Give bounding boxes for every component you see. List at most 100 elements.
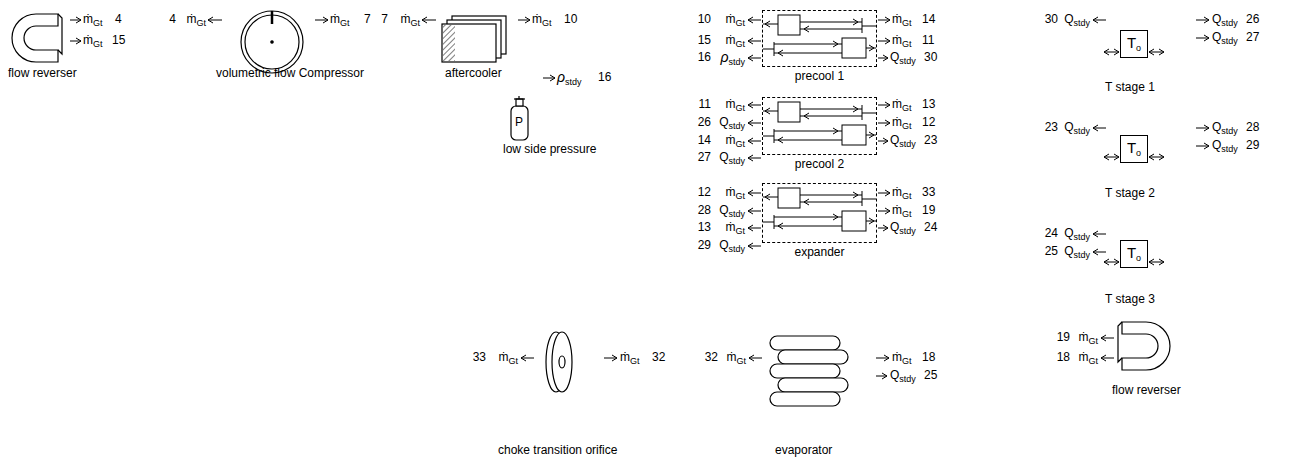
arrow-head	[885, 102, 890, 108]
arrow-head	[1093, 125, 1098, 131]
arrow-line	[876, 358, 889, 359]
arrow-head	[422, 17, 427, 23]
port-number: 4	[115, 12, 122, 27]
port-variable: ṁGt	[186, 12, 206, 27]
port-variable: ṁGt	[892, 203, 912, 218]
port-number: 10	[564, 12, 577, 27]
port-number: 13	[922, 97, 935, 112]
arrow-head	[1101, 355, 1106, 361]
arrow-line	[1093, 252, 1106, 253]
arrow-line	[1149, 262, 1164, 263]
port-variable: ṁGt	[892, 115, 912, 130]
subcomponent-square	[842, 125, 866, 145]
arrow-line	[763, 222, 774, 223]
port-number: 18	[1057, 350, 1070, 365]
port-number: 19	[922, 203, 935, 218]
flow-reverser-icon	[1118, 322, 1170, 370]
component-name: T stage 2	[1105, 186, 1155, 201]
arrow-head	[833, 214, 838, 220]
subsystem-box: precool 2	[762, 97, 877, 155]
arrow-head	[76, 17, 81, 23]
arrow-line	[1104, 262, 1119, 263]
port-variable: Qstdy	[890, 220, 916, 235]
arrow-line	[800, 195, 862, 196]
subcomponent-square	[778, 102, 800, 122]
port-number: 33	[473, 350, 486, 365]
port-variable: ṁGt	[892, 33, 912, 48]
port-number: 15	[112, 33, 125, 48]
arrow-head	[883, 225, 888, 231]
port-number: 32	[705, 350, 718, 365]
arrow-line	[748, 158, 761, 159]
port-number: 23	[1045, 120, 1058, 135]
port-number: 26	[698, 115, 711, 130]
port-number: 24	[924, 220, 937, 235]
arrow-head	[1204, 35, 1209, 41]
port-variable: Qstdy	[1064, 244, 1090, 259]
port-variable: ṁGt	[400, 12, 420, 27]
arrow-head	[1149, 49, 1154, 55]
arrow-line	[800, 109, 862, 110]
arrow-line	[749, 358, 762, 359]
port-variable: ṁGt	[620, 350, 640, 365]
arrow-head	[748, 243, 753, 249]
arrow-line	[70, 20, 81, 21]
arrow-head	[1104, 49, 1109, 55]
port-number: 18	[922, 350, 935, 365]
port-variable: ṁGt	[725, 12, 745, 27]
port-variable: ṁGt	[725, 185, 745, 200]
port-variable: Qstdy	[890, 50, 916, 65]
arrow-line	[774, 226, 842, 227]
arrow-head	[323, 17, 328, 23]
arrow-head	[884, 355, 889, 361]
component-name: volumetric flow Compressor	[216, 66, 364, 81]
arrow-head	[853, 106, 858, 112]
arrow-head	[1149, 259, 1154, 265]
arrow-line	[748, 41, 761, 42]
arrow-head	[748, 102, 753, 108]
arrow-line	[748, 123, 761, 124]
temperature-symbol: To	[1121, 31, 1147, 55]
aftercooler-icon	[442, 16, 506, 62]
temperature-box: To	[1120, 240, 1148, 268]
component-name: aftercooler	[445, 66, 502, 81]
temperature-box: To	[1120, 30, 1148, 58]
port-variable: Qstdy	[719, 203, 745, 218]
arrow-head	[1101, 335, 1106, 341]
arrow-head	[1204, 17, 1209, 23]
arrow-line	[1196, 20, 1209, 21]
arrow-head	[885, 190, 890, 196]
arrow-line	[1093, 234, 1106, 235]
arrow-head	[550, 75, 555, 81]
port-number: 30	[924, 50, 937, 65]
port-number: 10	[698, 12, 711, 27]
subcomponent-square	[842, 211, 866, 231]
port-number: 30	[1045, 12, 1058, 27]
port-variable: ṁGt	[892, 185, 912, 200]
arrow-head	[1114, 49, 1119, 55]
arrow-line	[604, 358, 617, 359]
arrow-line	[70, 41, 81, 42]
port-number: 27	[698, 150, 711, 165]
arrow-line	[862, 199, 876, 200]
arrow-line	[543, 78, 555, 79]
arrow-line	[878, 123, 890, 124]
arrow-line	[1104, 52, 1119, 53]
port-number: 28	[698, 203, 711, 218]
component-name: evaporator	[775, 443, 832, 458]
component-name: T stage 3	[1105, 292, 1155, 307]
port-number: 24	[1045, 226, 1058, 241]
subcomponent-square	[778, 188, 800, 208]
arrow-line	[518, 20, 530, 21]
arrow-head	[1093, 249, 1098, 255]
arrow-head	[778, 50, 783, 56]
arrow-head	[748, 120, 753, 126]
subsystem-box: precool 1	[762, 10, 877, 67]
arrow-head	[869, 45, 874, 51]
arrow-head	[882, 373, 887, 379]
arrow-line	[774, 217, 842, 218]
arrow-line	[748, 20, 761, 21]
component-name: precool 1	[743, 69, 896, 84]
